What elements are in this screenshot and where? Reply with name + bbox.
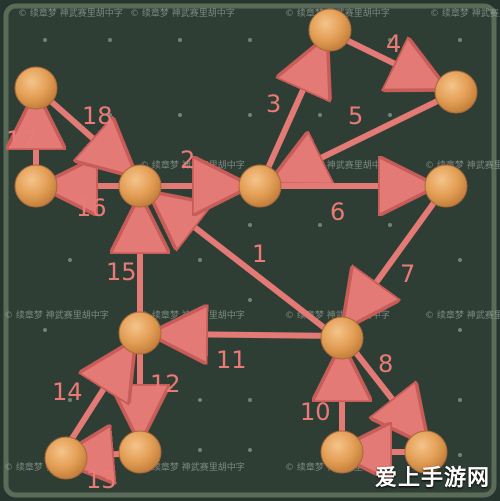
step-number: 14: [52, 378, 83, 406]
brand-logo: 爱上手游网: [344, 461, 492, 495]
watermark-text: © 续章梦 神武赛里胡中字: [430, 7, 500, 19]
step-number: 15: [106, 258, 137, 286]
node-dot[interactable]: [238, 164, 282, 208]
watermark-text: © 续章梦 神武赛里胡中字: [130, 7, 235, 19]
step-numbers: 1 2 3 4 5 6 7 8 10 11 12 13 14 15 16 17 …: [6, 30, 415, 494]
node-dot[interactable]: [320, 316, 364, 360]
node-dot[interactable]: [320, 430, 364, 474]
node-dot[interactable]: [14, 164, 58, 208]
node-dot[interactable]: [308, 8, 352, 52]
edge-arrow-7: [352, 183, 449, 316]
watermark-text: © 续章梦 神武赛里胡中字: [140, 461, 245, 473]
step-number: 17: [6, 126, 37, 154]
watermark-text: © 续章梦 神武赛里胡中字: [18, 7, 123, 19]
step-number: 1: [252, 240, 267, 268]
step-number: 3: [266, 90, 281, 118]
node-dot[interactable]: [118, 430, 162, 474]
brand-logo-text: 爱上手游网: [374, 466, 490, 491]
step-number: 16: [76, 194, 107, 222]
step-number: 4: [386, 30, 401, 58]
step-number: 10: [300, 398, 331, 426]
node-dot[interactable]: [404, 430, 448, 474]
step-number: 12: [150, 370, 181, 398]
edge-arrow-11: [166, 334, 345, 336]
node-dot[interactable]: [14, 66, 58, 110]
edge-arrow-5: [284, 89, 459, 176]
watermark-text: © 续章梦 神武赛里胡中字: [4, 309, 109, 321]
step-number: 2: [180, 146, 195, 174]
step-number: 11: [216, 346, 247, 374]
node-dot[interactable]: [434, 70, 478, 114]
node-dot[interactable]: [118, 164, 162, 208]
step-number: 5: [348, 102, 363, 130]
edge-arrow-1: [162, 202, 343, 343]
step-number: 7: [400, 260, 415, 288]
edge-arrow-14: [63, 354, 126, 451]
step-number: 6: [330, 198, 345, 226]
step-number: 18: [82, 102, 113, 130]
node-dot[interactable]: [424, 164, 468, 208]
node-dot[interactable]: [44, 436, 88, 480]
step-number: 13: [86, 466, 117, 494]
node-dot[interactable]: [118, 311, 162, 355]
step-number: 8: [378, 350, 393, 378]
node-dots: [14, 8, 478, 480]
watermark-text: © 续章梦 神武赛里胡中字: [425, 309, 500, 321]
